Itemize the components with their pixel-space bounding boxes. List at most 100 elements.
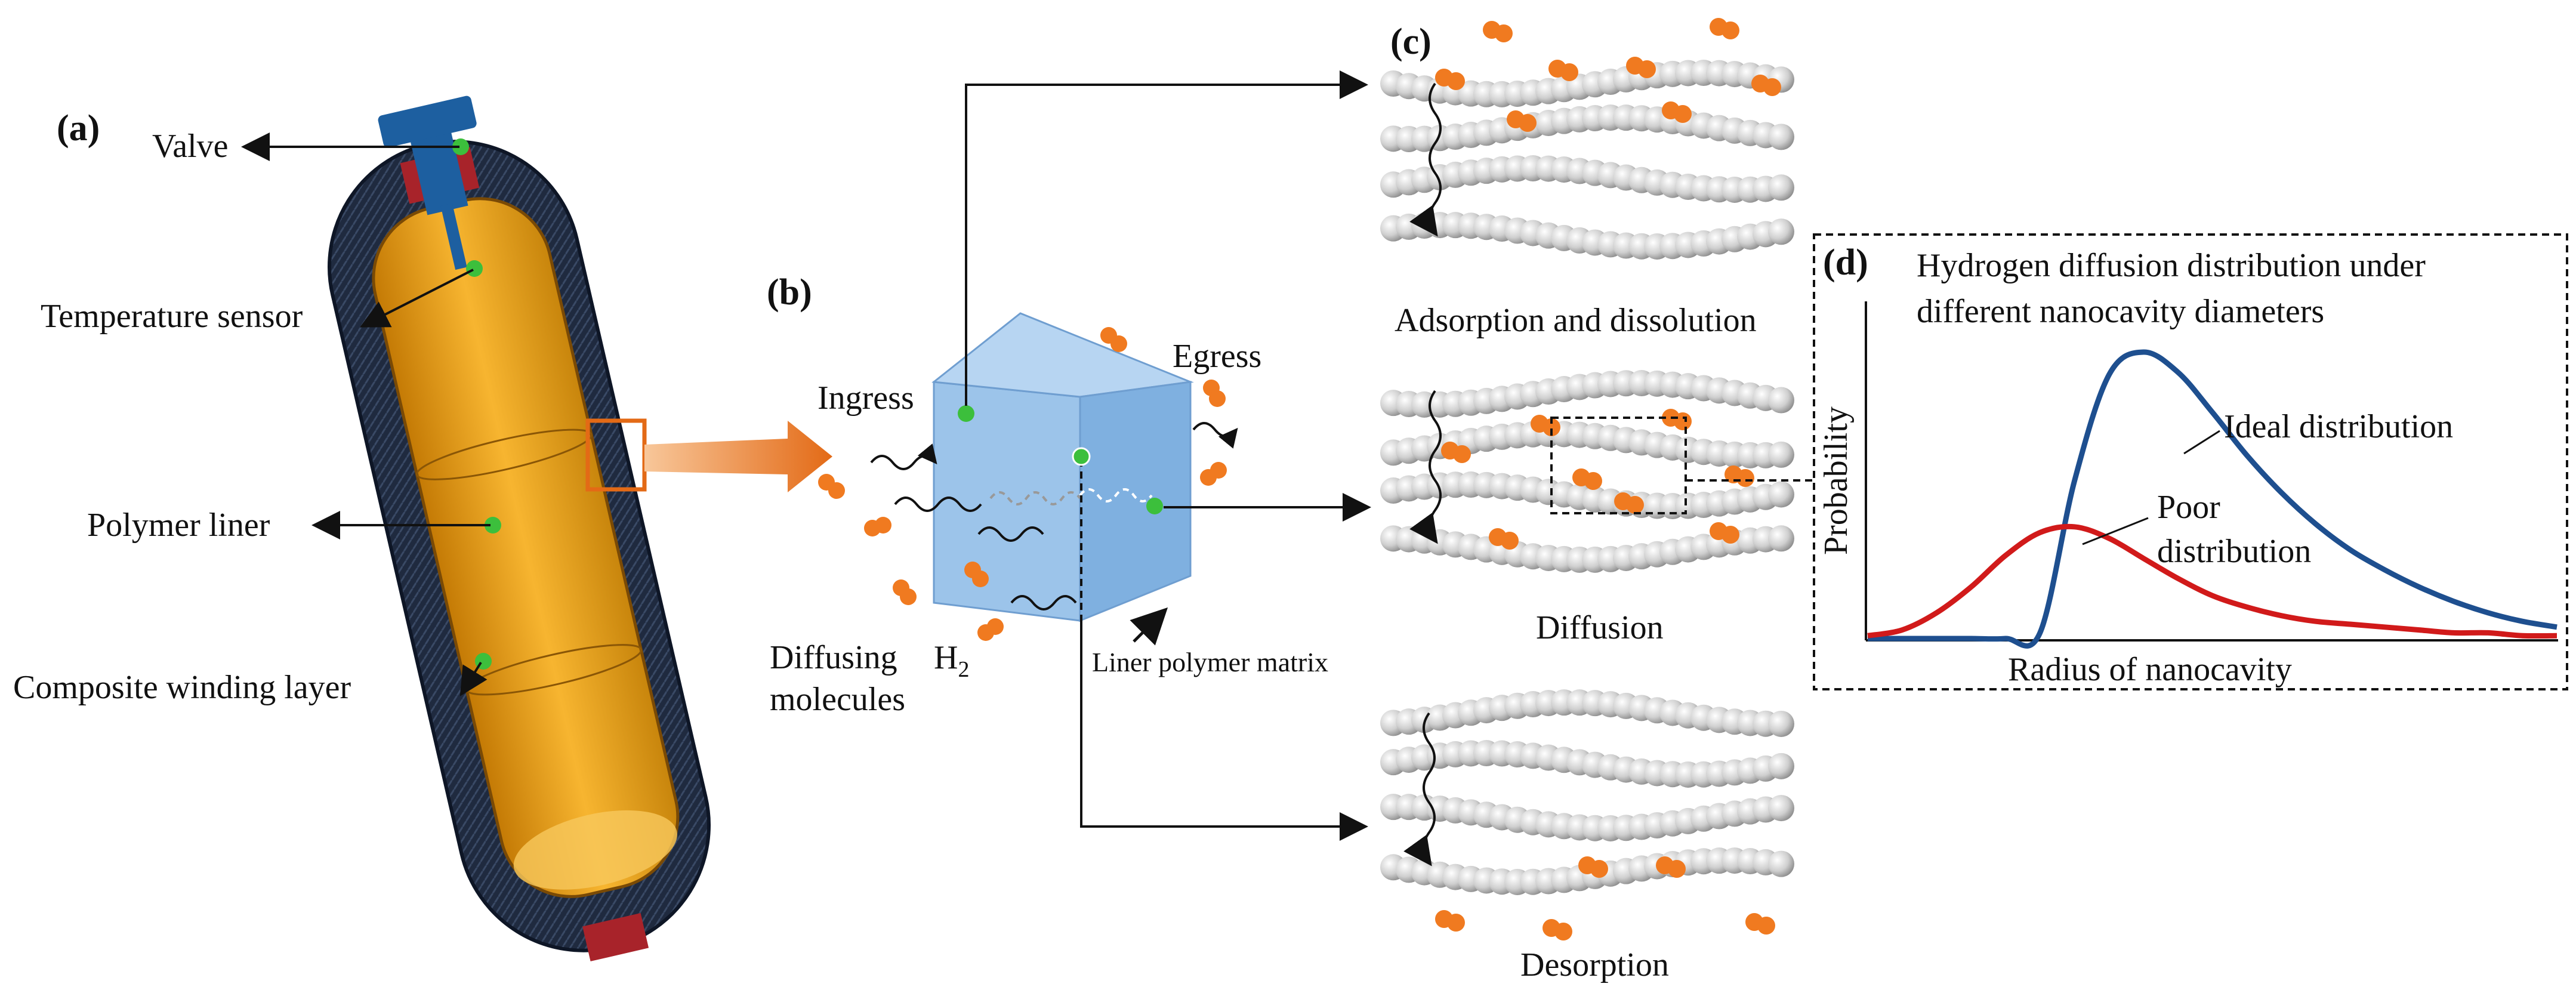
h2-atom bbox=[1626, 496, 1644, 514]
poor-label-leader bbox=[2082, 517, 2149, 545]
h2-atom bbox=[1590, 860, 1608, 878]
h2-molecule bbox=[1548, 60, 1578, 81]
connector-to-adsorption bbox=[965, 70, 1368, 406]
polymer-bead bbox=[1768, 795, 1794, 822]
h2-molecule bbox=[1489, 528, 1519, 550]
polymer-bead bbox=[1768, 387, 1794, 414]
h2-atom bbox=[1495, 24, 1513, 42]
internal-path-2 bbox=[1079, 488, 1153, 502]
poor-label-2: distribution bbox=[2157, 533, 2311, 570]
composite-layer-arrow bbox=[459, 661, 488, 696]
h2-molecule bbox=[1435, 69, 1465, 90]
cube-entry-dot bbox=[958, 405, 974, 422]
h2-atom bbox=[1584, 472, 1602, 490]
h2-atom bbox=[1560, 63, 1578, 81]
valve-dot bbox=[452, 138, 469, 155]
ingress-wave-3 bbox=[977, 526, 1044, 542]
h2-atom bbox=[1519, 114, 1537, 132]
diffusion-path bbox=[1409, 390, 1442, 544]
zoom-arrow bbox=[644, 421, 832, 492]
h2-atom bbox=[1501, 532, 1519, 550]
cube-top bbox=[931, 312, 1194, 398]
polymer-bead bbox=[1768, 753, 1794, 779]
nanocavity-box bbox=[1550, 417, 1687, 514]
polymer-bead bbox=[1768, 481, 1794, 508]
h2-molecules-b bbox=[818, 327, 1227, 641]
temperature-sensor-arrow bbox=[359, 269, 474, 328]
h2-molecule bbox=[1724, 465, 1754, 487]
cube-side bbox=[1079, 381, 1192, 622]
h2-molecule bbox=[1626, 57, 1656, 78]
ingress-wave-4 bbox=[1010, 595, 1077, 610]
cube-side-dot bbox=[1146, 498, 1163, 514]
connector-to-desorption bbox=[1080, 621, 1368, 841]
liner-seam bbox=[416, 428, 593, 480]
diffusing-label-2: molecules bbox=[770, 681, 905, 718]
temperature-sensor-label: Temperature sensor bbox=[41, 298, 303, 335]
panel-d: (d) Hydrogen diffusion distribution unde… bbox=[1813, 233, 2568, 690]
panel-c: (c) Adsorption and dissolution Diffusion… bbox=[1380, 18, 1814, 983]
polymer-bead bbox=[1768, 174, 1794, 201]
h2-molecule bbox=[1483, 21, 1513, 42]
polymer-liner-dot bbox=[485, 517, 501, 534]
chart-title-2: different nanocavity diameters bbox=[1917, 293, 2324, 330]
desorption-path bbox=[1403, 712, 1436, 867]
h2-atom bbox=[1757, 917, 1775, 935]
adsorption-path bbox=[1409, 82, 1442, 237]
h2-molecule bbox=[1710, 18, 1739, 39]
panel-a-label: (a) bbox=[57, 108, 100, 149]
polymer-chain bbox=[1380, 740, 1794, 788]
egress-wave bbox=[1192, 422, 1238, 449]
h2-base: H bbox=[934, 639, 958, 676]
bottom-flange bbox=[582, 912, 649, 961]
panel-d-label: (d) bbox=[1823, 242, 1868, 283]
hydrogen-tank bbox=[328, 95, 711, 961]
panel-c-label: (c) bbox=[1390, 21, 1432, 62]
h2-atom bbox=[1736, 469, 1754, 487]
h2-atom bbox=[1763, 78, 1781, 96]
h2-atom bbox=[1453, 445, 1471, 463]
h2-molecule bbox=[1745, 913, 1775, 935]
h2-atom bbox=[1722, 526, 1739, 544]
diffusion-label: Diffusion bbox=[1536, 609, 1664, 646]
h2-molecule bbox=[1572, 468, 1602, 490]
h2-sub: 2 bbox=[958, 657, 969, 682]
adsorption-label: Adsorption and dissolution bbox=[1395, 302, 1757, 339]
panel-b-label: (b) bbox=[767, 272, 812, 313]
polymer-chains bbox=[1380, 60, 1794, 895]
h2-molecule bbox=[1435, 910, 1465, 932]
panel-b: (b) bbox=[767, 70, 1371, 841]
temperature-sensor-dot bbox=[466, 260, 483, 277]
polymer-chain bbox=[1380, 212, 1794, 260]
liner-cube bbox=[931, 312, 1194, 622]
h2-atom bbox=[1447, 72, 1465, 90]
h2-atom bbox=[1447, 914, 1465, 932]
valve-stem bbox=[440, 203, 467, 270]
valve-head bbox=[378, 95, 477, 148]
h2-atom bbox=[1668, 860, 1686, 878]
diffusing-label-1: Diffusing bbox=[770, 639, 897, 676]
polymer-chain bbox=[1380, 370, 1794, 418]
h2-molecule bbox=[1441, 442, 1471, 463]
h2-atom bbox=[1554, 923, 1572, 941]
ideal-label: Ideal distribution bbox=[2224, 408, 2453, 445]
polymer-chain bbox=[1380, 421, 1794, 468]
h2-molecule bbox=[1507, 110, 1537, 132]
poor-distribution-curve bbox=[1867, 523, 2558, 639]
x-axis-label: Radius of nanocavity bbox=[2008, 651, 2292, 688]
poor-label-1: Poor bbox=[2157, 489, 2220, 526]
h2-molecule bbox=[1542, 919, 1572, 941]
composite-layer-label: Composite winding layer bbox=[13, 669, 351, 706]
polymer-bead bbox=[1768, 218, 1794, 245]
ingress-wave-1 bbox=[870, 443, 937, 470]
polymer-bead bbox=[1768, 710, 1794, 737]
polymer-chain bbox=[1380, 104, 1794, 152]
h2-atom bbox=[1674, 412, 1692, 430]
polymer-bead bbox=[1768, 525, 1794, 552]
polymer-chain bbox=[1380, 525, 1794, 573]
polymer-chain bbox=[1380, 794, 1794, 841]
cube-inner-dot bbox=[1072, 447, 1091, 466]
egress-label: Egress bbox=[1173, 338, 1261, 375]
h2-molecule bbox=[1710, 522, 1739, 544]
